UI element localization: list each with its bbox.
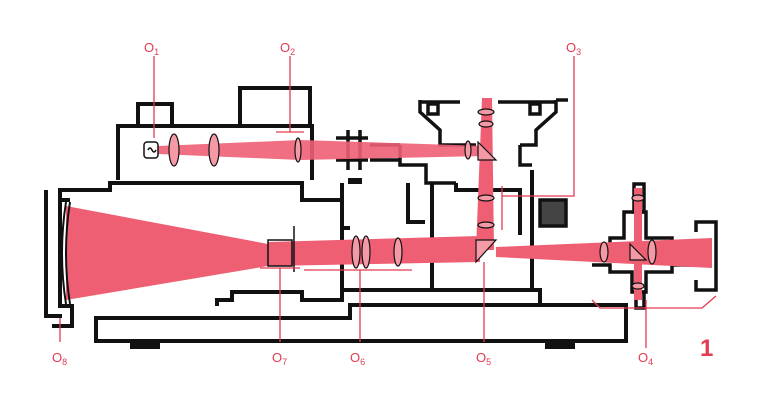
svg-text:O7: O7 — [272, 350, 287, 367]
o6-label: O6 — [350, 350, 365, 367]
o1-label: O1 — [144, 40, 159, 57]
svg-text:O8: O8 — [52, 350, 67, 367]
o5-label: O5 — [476, 350, 491, 367]
svg-text:O2: O2 — [280, 40, 295, 57]
o3-label: O3 — [566, 40, 581, 57]
o7-element — [267, 226, 295, 272]
o4-label: O4 — [638, 350, 653, 367]
o8-label: O8 — [52, 350, 67, 367]
o8-mirror — [61, 201, 71, 305]
svg-text:O6: O6 — [350, 350, 365, 367]
figure-number: 1 — [700, 335, 713, 362]
lenses — [168, 108, 657, 290]
prisms — [475, 140, 648, 264]
o7-label: O7 — [272, 350, 287, 367]
lamp — [143, 141, 159, 159]
svg-text:O4: O4 — [638, 350, 653, 367]
leader-lines — [59, 56, 717, 348]
svg-text:O3: O3 — [566, 40, 581, 57]
instrument-housing — [44, 86, 628, 343]
svg-text:O1: O1 — [144, 40, 159, 57]
svg-text:O5: O5 — [476, 350, 491, 367]
o2-label: O2 — [280, 40, 295, 57]
feet — [130, 178, 575, 349]
